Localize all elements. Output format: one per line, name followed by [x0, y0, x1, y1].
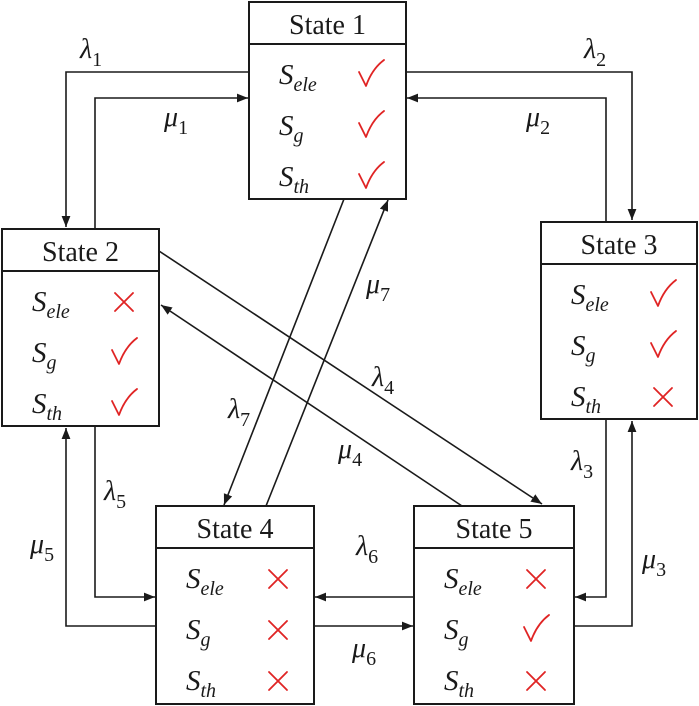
transition-arrows — [61, 71, 637, 631]
cross-icon — [526, 671, 546, 691]
arrow-lambda-3 — [575, 419, 607, 602]
state-4-title: State 4 — [197, 514, 274, 545]
state-1-var-g: Sg — [279, 110, 304, 147]
label-mu-1: μ1 — [163, 102, 188, 139]
arrow-mu-2 — [407, 93, 607, 222]
state-4-var-ele: Sele — [186, 563, 224, 600]
state-5-var-th: Sth — [444, 665, 474, 702]
label-mu-7: μ7 — [365, 269, 390, 306]
arrow-lambda-2 — [406, 71, 637, 220]
state-1-var-th: Sth — [279, 161, 309, 198]
check-icon — [358, 110, 385, 138]
check-icon — [111, 337, 138, 365]
state-2-title: State 2 — [42, 237, 119, 268]
state-2-var-g: Sg — [32, 337, 57, 374]
state-1-title: State 1 — [289, 10, 366, 41]
cross-icon — [526, 569, 546, 589]
check-icon — [523, 614, 550, 642]
state-1-var-ele: Sele — [279, 59, 317, 96]
label-mu-6: μ6 — [351, 633, 376, 670]
check-icon — [650, 279, 677, 307]
cross-icon — [653, 387, 673, 407]
cross-icon — [114, 292, 134, 312]
check-icon — [650, 330, 677, 358]
label-mu-3: μ3 — [641, 544, 666, 581]
arrow-lambda-1 — [61, 71, 249, 227]
state-4-var-g: Sg — [186, 614, 211, 651]
arrow-lambda-7 — [223, 198, 345, 506]
arrow-mu-1 — [94, 93, 248, 229]
label-lambda-2: λ2 — [583, 34, 606, 71]
state-5-frame — [413, 505, 575, 705]
label-lambda-5: λ5 — [103, 476, 126, 513]
cross-icon — [268, 569, 288, 589]
state-2-var-ele: Sele — [32, 286, 70, 323]
arrow-mu-4 — [160, 304, 463, 507]
cross-icon — [268, 620, 288, 640]
label-lambda-3: λ3 — [570, 446, 593, 483]
state-3-var-ele: Sele — [571, 279, 609, 316]
state-5-var-ele: Sele — [444, 563, 482, 600]
state-4-frame — [155, 505, 315, 705]
check-icon — [358, 59, 385, 87]
label-mu-4: μ4 — [337, 434, 362, 471]
state-3-title: State 3 — [581, 230, 658, 261]
state-5-title: State 5 — [456, 514, 533, 545]
cross-icon — [268, 671, 288, 691]
state-3-frame — [540, 221, 698, 420]
state-5-var-g: Sg — [444, 614, 469, 651]
arrow-mu-5 — [61, 428, 156, 627]
check-icon — [111, 388, 138, 416]
arrow-lambda-4 — [158, 250, 543, 505]
label-lambda-6: λ6 — [355, 531, 378, 568]
state-2-var-th: Sth — [32, 388, 62, 425]
label-lambda-4: λ4 — [371, 362, 394, 399]
label-lambda-1: λ1 — [79, 34, 102, 71]
arrow-mu-3 — [574, 421, 637, 627]
arrow-lambda-5 — [94, 426, 155, 602]
state-4-var-th: Sth — [186, 665, 216, 702]
label-lambda-7: λ7 — [227, 394, 250, 431]
state-3-var-th: Sth — [571, 381, 601, 418]
arrow-mu-7 — [265, 199, 389, 507]
check-icon — [358, 161, 385, 189]
state-3-var-g: Sg — [571, 330, 596, 367]
label-mu-5: μ5 — [29, 529, 54, 566]
label-mu-2: μ2 — [525, 102, 550, 139]
